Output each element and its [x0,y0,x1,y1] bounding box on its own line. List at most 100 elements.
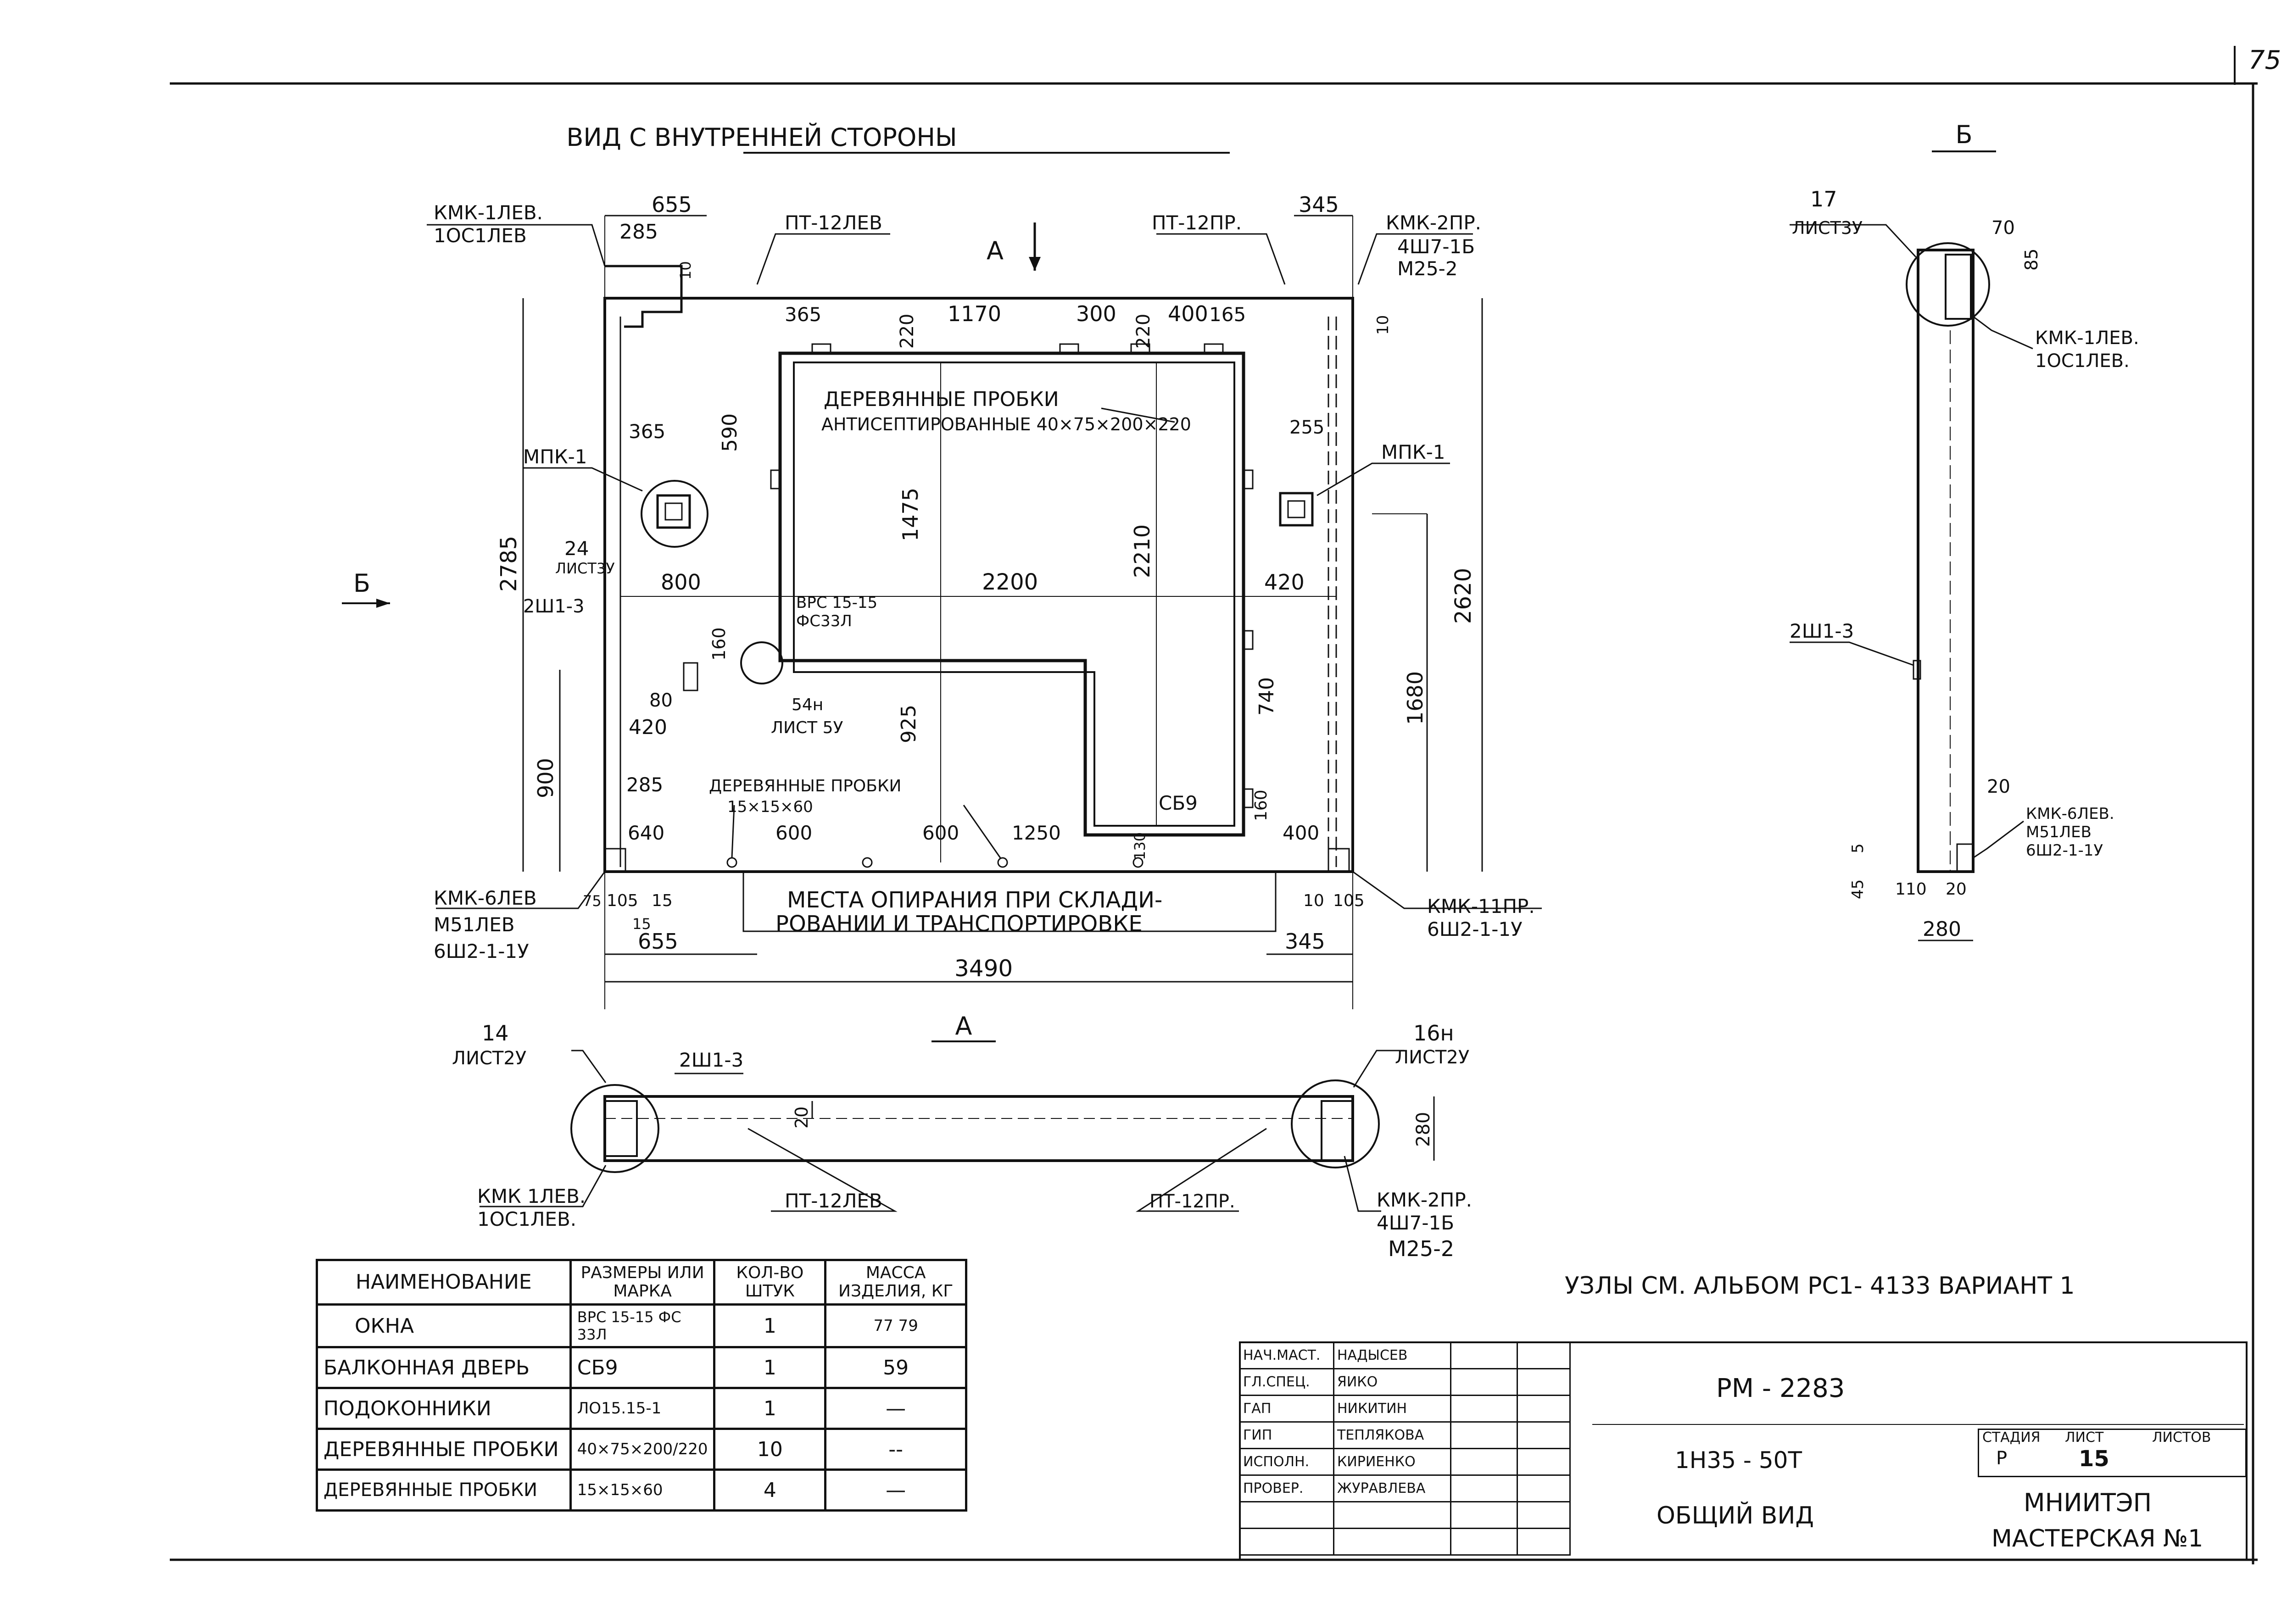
mpk1-left-plate [656,494,691,529]
door-window-opening [778,351,1245,837]
plug-point [726,857,737,868]
view-b-title: Б [1955,120,1972,149]
label-node54: 54н [792,695,823,714]
sig-role: ГЛ.СПЕЦ. [1239,1368,1334,1396]
label-wood-plugs-small-desc: 15×15×60 [727,798,813,816]
sig-role: ГАП [1239,1395,1334,1423]
label-wood-plugs-desc: АНТИСЕПТИРОВАННЫЕ 40×75×200×220 [821,414,1191,434]
spec-cell: ОКНА [316,1303,572,1348]
leader-pt12pr [1156,233,1286,285]
dim-600-b: 600 [922,822,959,844]
leader-kmk2pr [1357,233,1473,285]
plug-mark [1243,630,1254,650]
sig-name: ТЕПЛЯКОВА [1333,1421,1451,1449]
dim-345-top: 345 [1299,192,1339,217]
leader-kmk6lev-s [1973,820,2024,859]
spec-cell: 10 [713,1428,827,1471]
nodes-note: УЗЛЫ СМ. АЛЬБОМ РС1- 4133 ВАРИАНТ 1 [1565,1272,2075,1300]
label-d280-s: 280 [1923,918,1961,941]
spec-cell: 4 [713,1468,827,1512]
dim-400: 400 [1168,301,1208,326]
section-top-console [1945,254,1972,320]
sig-signature [1450,1448,1518,1476]
dim-420-r: 420 [1264,570,1305,595]
leader-kmk1lev [427,224,606,267]
leader-node16n [1353,1050,1404,1088]
spec-cell: ДЕРЕВЯННЫЕ ПРОБКИ [316,1428,572,1471]
dim-2620: 2620 [1450,568,1476,624]
dim-1250: 1250 [1012,822,1061,844]
label-m25: М25-2 [1397,257,1458,280]
sig-name: КИРИЕНКО [1333,1448,1451,1476]
dim-220-a: 220 [897,314,918,349]
label-node16n: 16н [1413,1021,1454,1046]
label-kmk6lev-s: КМК-6ЛЕВ. [2026,805,2114,823]
dim-655-b: 655 [638,929,678,954]
label-pt12lev-p: ПТ-12ЛЕВ [785,1190,882,1212]
table-row: ИСПОЛН.КИРИЕНКО [1239,1448,1571,1476]
label-node24: 24 [564,537,589,560]
table-row: ДЕРЕВЯННЫЕ ПРОБКИ 40×75×200/220 10 -- [316,1428,967,1471]
sig-name: НАДЫСЕВ [1333,1341,1451,1369]
spec-cell: 59 [824,1346,967,1389]
bottom-left-bracket [604,848,626,873]
leader-plugs-small [731,805,735,858]
sig-role: НАЧ.МАСТ. [1239,1341,1334,1369]
label-shu7: 4Ш7-1Б [1397,235,1475,258]
spec-cell: ВРС 15-15 ФС 33Л [569,1303,716,1348]
leader-kmk2pr-p [1344,1156,1381,1212]
spec-cell: — [824,1468,967,1512]
label-mpk1-right: МПК-1 [1381,441,1445,463]
top-left-console [605,265,683,328]
dim-1170: 1170 [948,301,1001,326]
label-pt12pr: ПТ-12ПР. [1152,211,1242,234]
drawing-item: 1Н35 - 50Т [1675,1447,1802,1474]
sig-date [1517,1474,1571,1502]
leader-pt12lev-p [747,1128,898,1212]
label-list2u-l: ЛИСТ2У [452,1048,526,1069]
label-mpk1-left: МПК-1 [523,445,587,468]
plug-mark [1130,343,1150,354]
sig-signature [1450,1395,1518,1423]
dim-285-b: 285 [626,773,663,796]
dim-255: 255 [1289,417,1324,438]
leader-node14 [571,1050,607,1083]
section-outline [1917,249,1975,873]
node-circle-54 [740,641,783,684]
plug-mark [811,343,831,354]
view-a-title: А [955,1012,972,1040]
dim-600-a: 600 [775,822,812,844]
sig-signature [1450,1368,1518,1396]
label-kmk1lev-s: КМК-1ЛЕВ. [2035,328,2139,349]
spec-cell: 1 [713,1303,827,1348]
dim-10-top: 10 [677,261,694,280]
label-m51lev: М51ЛЕВ [434,913,515,936]
leader-shu1-3-s [1790,641,1914,666]
label-shu1-3-p: 2Ш1-3 [679,1049,743,1071]
dim-590: 590 [718,413,742,452]
label-d20-b: 20 [1946,880,1967,899]
page-number: 75 [2248,45,2281,75]
dim-900: 900 [533,758,558,798]
label-d110: 110 [1895,880,1927,899]
node-circle-24 [641,480,708,548]
table-row: ДЕРЕВЯННЫЕ ПРОБКИ 15×15×60 4 — [316,1468,967,1512]
plug-mark [1059,343,1079,354]
section-loop [1913,660,1921,680]
label-shu1-3: 2Ш1-3 [523,596,585,617]
leader-plugs-small [963,805,1001,858]
spec-cell: СБ9 [569,1346,716,1389]
label-os1lev-s: 1ОС1ЛЕВ. [2035,350,2130,372]
stage-value: Р [1996,1448,2008,1469]
dim-10-b: 10 [1303,891,1324,910]
dim-400-b: 400 [1283,822,1319,844]
label-kmk2pr: КМК-2ПР. [1386,211,1481,234]
sig-date [1517,1448,1571,1476]
label-kmk1lev: КМК-1ЛЕВ. [434,201,543,224]
leader-kmk1lev-s [1973,316,2033,350]
label-shu2-s: 6Ш2-1-1У [2026,841,2103,860]
sig-signature [1450,1421,1518,1449]
label-list5u: ЛИСТ 5У [771,718,843,737]
spec-cell: — [824,1387,967,1430]
